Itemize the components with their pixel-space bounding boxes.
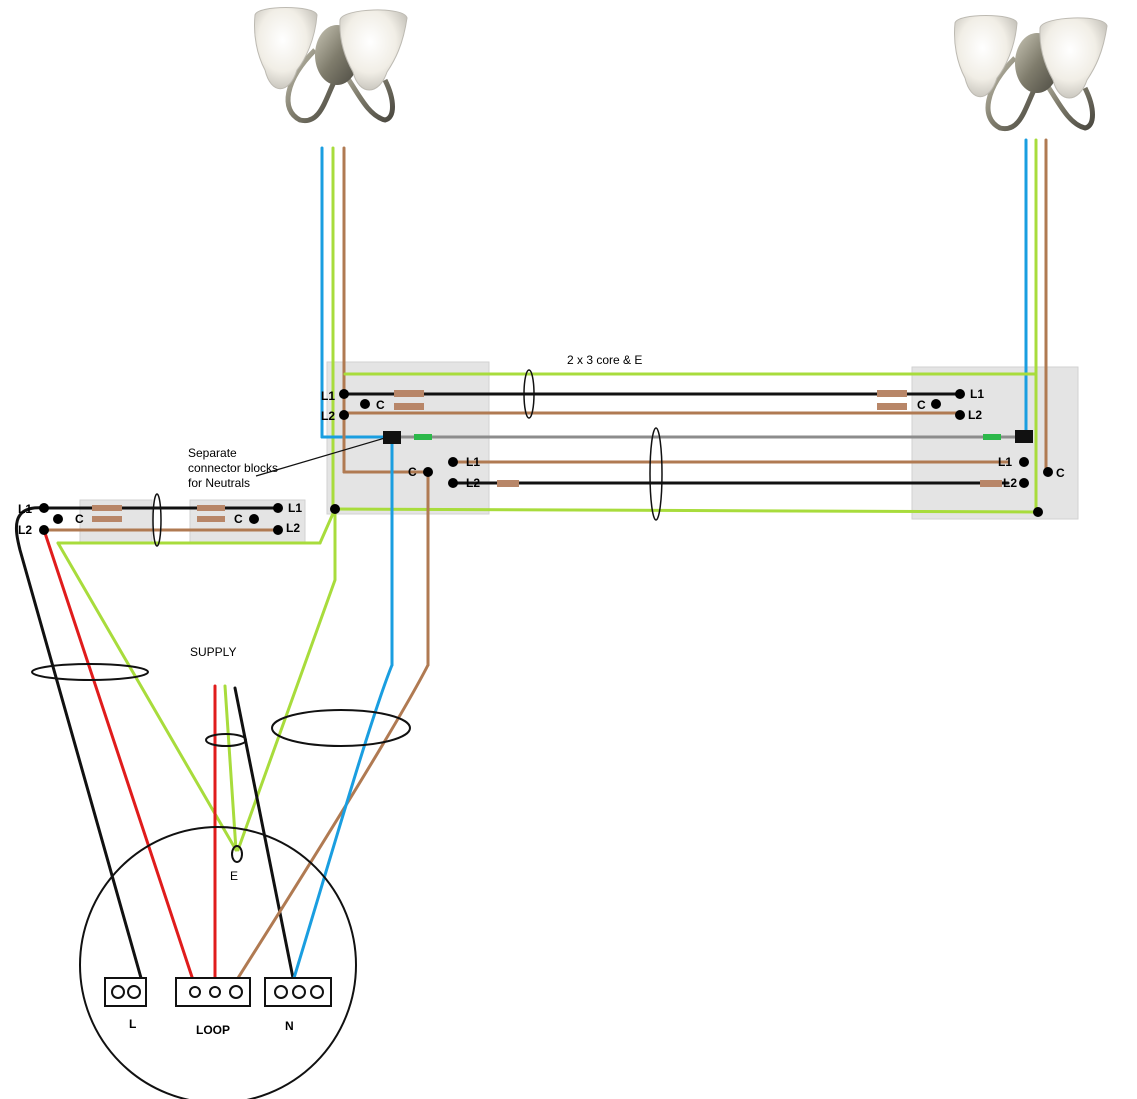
wall-light-right: [954, 15, 1108, 132]
wall-light-left: [254, 7, 408, 124]
main-switch-l1b: L1: [466, 455, 480, 469]
lamp-arm: [1033, 66, 1095, 131]
terminal-screw: [310, 985, 324, 999]
sleeve: [497, 480, 519, 487]
lamp-right-drop: [1024, 138, 1048, 510]
cable-run-bottom: [333, 460, 1038, 514]
note-pointer: [255, 437, 386, 477]
wire-green-yellow: [56, 541, 238, 852]
right-switch-l1: L1: [970, 387, 984, 401]
note-line-1: Separate: [188, 446, 237, 460]
neutral-terminal-label: N: [285, 1019, 294, 1033]
wire-black: [233, 686, 295, 980]
lamp-arm: [333, 58, 395, 123]
supply-wiring: [14, 506, 430, 987]
terminal-screw: [127, 985, 141, 999]
cable-ring: [271, 709, 411, 747]
terminal-dots: [39, 389, 1053, 535]
lamp-shade: [954, 15, 1018, 98]
wire-green-yellow: [333, 507, 1038, 514]
note-line-3: for Neutrals: [188, 476, 250, 490]
right-switch-cb: C: [1056, 466, 1065, 480]
earth-label: E: [230, 869, 238, 883]
sleeve: [394, 403, 424, 410]
left-switch-l2: L2: [18, 523, 32, 537]
cable-ring: [152, 493, 162, 547]
lamp-shade: [1039, 17, 1108, 99]
right-switch-l1b: L1: [998, 455, 1012, 469]
neutral-connector-lead: [414, 434, 432, 440]
left-switch-l1b: L1: [288, 501, 302, 515]
lamp-shade: [254, 7, 318, 90]
terminal-screw: [229, 985, 243, 999]
sleeve: [92, 516, 122, 522]
main-switch-c: C: [376, 398, 385, 412]
neutral-connector-block: [1015, 430, 1033, 443]
left-switch-c: C: [75, 512, 84, 526]
sleeve: [980, 480, 1002, 487]
terminal-screw: [111, 985, 125, 999]
main-switch-l1: L1: [321, 389, 335, 403]
left-switch-l1: L1: [18, 502, 32, 516]
main-switch-cb: C: [408, 465, 417, 479]
lamp-shade: [339, 9, 408, 91]
right-switch-c: C: [917, 398, 926, 412]
cable-run-top: [342, 372, 1038, 439]
earth-sleeve-ring: [231, 845, 243, 863]
wire-brown: [236, 663, 430, 980]
wire-green-yellow: [223, 684, 238, 852]
main-switch-l2: L2: [321, 409, 335, 423]
wire-red: [42, 528, 195, 982]
sleeve: [92, 505, 122, 511]
neutral-connector-block: [383, 431, 401, 444]
left-switch-l2b: L2: [286, 521, 300, 535]
ceiling-rose: [79, 826, 357, 1099]
lamp-left-drop: [320, 146, 346, 514]
sleeve: [197, 505, 225, 511]
wire-green-yellow: [318, 507, 337, 545]
supply-label: SUPPLY: [190, 645, 236, 659]
cable-ring: [205, 733, 247, 747]
cable-ring: [523, 369, 535, 419]
terminal-screw: [292, 985, 306, 999]
sleeve: [197, 516, 225, 522]
wire-green-yellow: [236, 507, 337, 852]
sleeve: [877, 390, 907, 397]
terminal-screw: [274, 985, 288, 999]
terminal-screw: [209, 986, 221, 998]
left-switch-c2: C: [234, 512, 243, 526]
switch-plate-right: [911, 366, 1079, 520]
main-switch-l2b: L2: [466, 476, 480, 490]
note-line-2: connector blocks: [188, 461, 278, 475]
sleeve: [394, 390, 424, 397]
neutral-connector-lead: [983, 434, 1001, 440]
sleeve: [877, 403, 907, 410]
cable-ring: [649, 427, 663, 521]
live-terminal-label: L: [129, 1017, 136, 1031]
terminal-screw: [189, 986, 201, 998]
loop-terminal-label: LOOP: [196, 1023, 230, 1037]
right-switch-l2b: L2: [1003, 476, 1017, 490]
right-switch-l2: L2: [968, 408, 982, 422]
wire-blue: [292, 663, 394, 980]
cable-ring: [31, 663, 149, 681]
cable-run-label: 2 x 3 core & E: [567, 353, 642, 367]
wire-black: [14, 506, 145, 987]
